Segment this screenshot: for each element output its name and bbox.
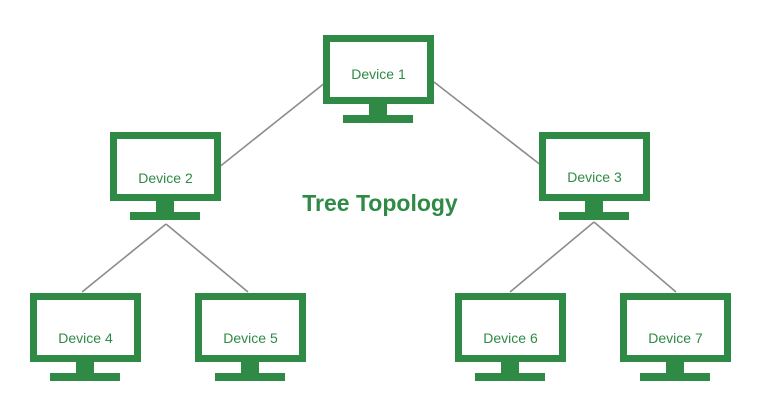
device-label: Device 1 xyxy=(351,66,406,82)
device-4: Device 4 xyxy=(30,293,141,381)
diagram-title: Tree Topology xyxy=(302,190,458,216)
device-6: Device 6 xyxy=(455,293,566,381)
connection-device-3-device-6 xyxy=(509,221,595,293)
connection-device-2-device-5 xyxy=(165,223,249,293)
device-label: Device 3 xyxy=(567,169,622,185)
device-2: Device 2 xyxy=(110,132,221,220)
device-label: Device 2 xyxy=(138,170,193,186)
device-label: Device 7 xyxy=(648,330,703,346)
monitor-icon xyxy=(195,293,306,381)
connections xyxy=(81,81,677,293)
monitor-icon xyxy=(539,132,650,220)
device-5: Device 5 xyxy=(195,293,306,381)
monitor-icon xyxy=(455,293,566,381)
connection-device-2-device-4 xyxy=(81,223,167,293)
device-3: Device 3 xyxy=(539,132,650,220)
device-label: Device 5 xyxy=(223,330,278,346)
connection-device-3-device-7 xyxy=(593,221,677,293)
device-label: Device 4 xyxy=(58,330,113,346)
monitor-icon xyxy=(620,293,731,381)
device-1: Device 1 xyxy=(323,35,434,123)
device-7: Device 7 xyxy=(620,293,731,381)
device-label: Device 6 xyxy=(483,330,538,346)
monitor-icon xyxy=(110,132,221,220)
monitor-icon xyxy=(323,35,434,123)
connection-device-1-device-2 xyxy=(217,81,327,169)
connection-device-1-device-3 xyxy=(433,81,543,167)
monitor-icon xyxy=(30,293,141,381)
